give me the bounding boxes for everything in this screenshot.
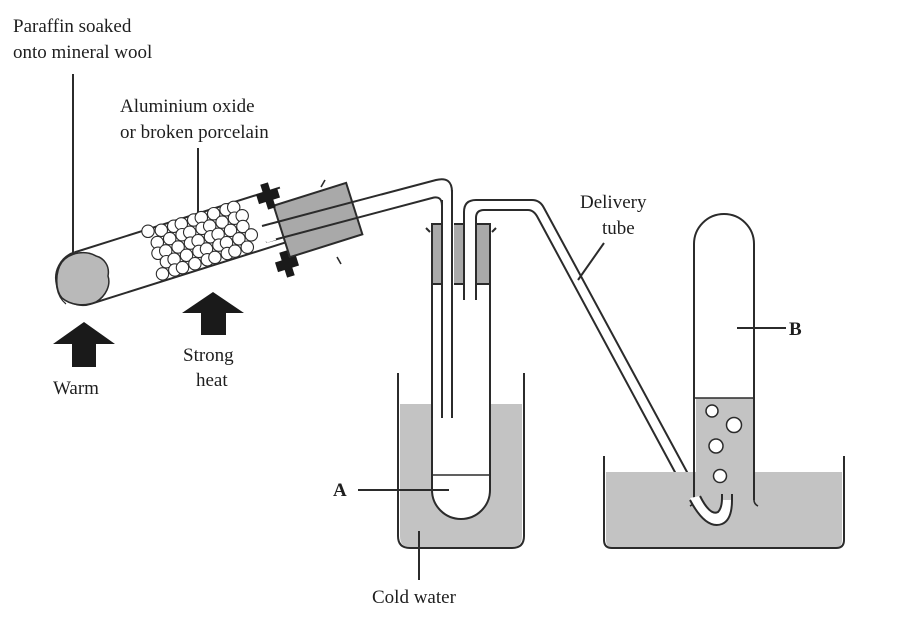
tube-stopper <box>272 181 364 259</box>
catalyst-bead <box>223 223 238 238</box>
bubble <box>708 438 724 454</box>
warm-label: Warm <box>53 378 99 399</box>
warm-arrow-icon <box>53 322 115 367</box>
bubble <box>725 416 743 434</box>
collection-tube-stopper <box>425 190 497 418</box>
paraffin-label-line1: Paraffin soaked <box>13 16 132 37</box>
catalyst-bead <box>244 228 259 242</box>
paraffin-label-line2: onto mineral wool <box>13 42 152 63</box>
label-a: A <box>333 480 347 501</box>
catalyst-bead <box>232 232 246 246</box>
bubble <box>712 468 728 484</box>
delivery-tube-label-line2: tube <box>602 218 635 239</box>
catalyst-beads <box>141 200 259 281</box>
catalyst-bead <box>206 206 221 221</box>
cold-water-label: Cold water <box>372 587 457 608</box>
catalyst-bead <box>175 260 190 275</box>
catalyst-bead <box>171 240 185 254</box>
catalyst-bead <box>155 267 170 281</box>
clamp-top <box>256 182 280 210</box>
catalyst-bead <box>208 250 222 265</box>
strong-heat-label-line1: Strong <box>183 345 234 366</box>
strong-heat-label-line2: heat <box>196 370 228 391</box>
collection-tube-a <box>431 244 491 520</box>
delivery-tube-label-line1: Delivery <box>580 192 647 213</box>
catalyst-bead <box>236 219 250 234</box>
catalyst-bead <box>154 223 169 238</box>
catalyst-bead <box>215 215 229 229</box>
mineral-wool <box>56 251 110 306</box>
stopper-tick-marks <box>320 179 342 265</box>
clamp-bottom <box>275 250 299 278</box>
catalyst-label-line2: or broken porcelain <box>120 122 269 143</box>
catalyst-bead <box>179 248 194 263</box>
strong-heat-arrow-icon <box>182 292 244 335</box>
catalyst-bead <box>141 224 155 239</box>
label-b: B <box>789 319 802 340</box>
delivery-tube-leader-line <box>577 242 605 281</box>
catalyst-bead <box>188 256 202 271</box>
gas-bubbles <box>705 404 743 484</box>
catalyst-label-line1: Aluminium oxide <box>120 96 255 117</box>
bubble <box>705 404 719 418</box>
delivery-tube-end <box>689 494 733 526</box>
catalyst-bead <box>162 231 177 246</box>
catalyst-bead <box>228 244 242 258</box>
catalyst-bead <box>240 240 255 254</box>
gas-collection-tube-b <box>689 213 759 507</box>
